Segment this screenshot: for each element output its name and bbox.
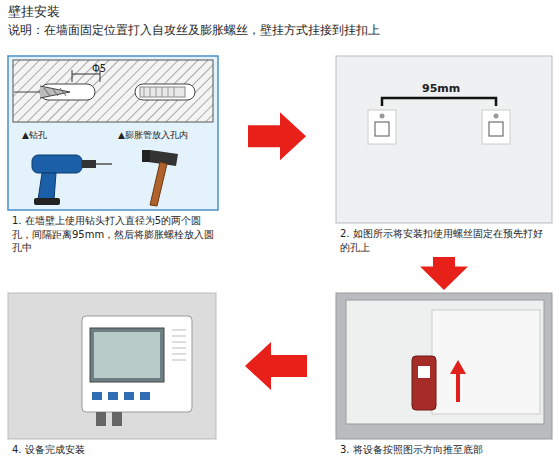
flow-arrow	[248, 112, 306, 160]
illustration-label: Φ5	[92, 63, 106, 74]
flow-arrow	[245, 342, 307, 390]
panel-brackets	[336, 56, 552, 223]
panel-device	[8, 293, 216, 439]
illustration-label: ▲钻孔	[22, 129, 47, 142]
instruction-note: 说明：在墙面固定位置打入自攻丝及膨胀螺丝，壁挂方式挂接到挂扣上	[8, 22, 380, 39]
panel-slide	[336, 293, 552, 439]
page-title: 壁挂安装	[8, 3, 60, 21]
flow-arrow	[420, 257, 468, 290]
step-caption: 2. 如图所示将安装扣使用螺丝固定在预先打好的孔上	[340, 227, 550, 254]
illustration-label: 95mm	[422, 82, 460, 95]
step-panel: 4. 设备完成安装	[8, 293, 216, 457]
step-caption: 1. 在墙壁上使用钻头打入直径为5的两个圆孔，间隔距离95mm，然后将膨胀螺栓放…	[12, 214, 216, 255]
step-caption: 4. 设备完成安装	[12, 443, 214, 457]
step-caption: 3. 将设备按照图示方向推至底部	[340, 443, 550, 457]
step-panel: 3. 将设备按照图示方向推至底部	[336, 293, 552, 457]
step-panel: 1. 在墙壁上使用钻头打入直径为5的两个圆孔，间隔距离95mm，然后将膨胀螺栓放…	[8, 56, 218, 255]
illustration-label: ▲膨胀管放入孔内	[118, 129, 188, 142]
panel-drilling	[8, 56, 218, 210]
